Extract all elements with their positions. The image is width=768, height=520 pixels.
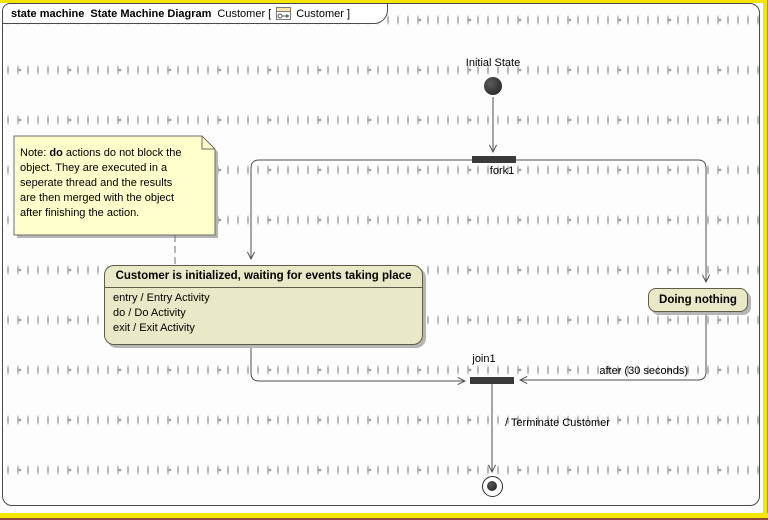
- transition-idle-state-to-join[interactable]: [520, 313, 707, 380]
- canvas-edge-bottom: [0, 513, 768, 520]
- fork-bar[interactable]: [472, 156, 516, 163]
- final-state-node[interactable]: [482, 476, 503, 497]
- note-shape[interactable]: [13, 135, 218, 238]
- join-label[interactable]: join1: [472, 353, 496, 365]
- state-doing-nothing[interactable]: Doing nothing: [648, 288, 748, 312]
- note-body[interactable]: [13, 135, 216, 236]
- note-line2: object. They are executed in a: [20, 162, 168, 174]
- frame-keyword: state machine: [11, 7, 85, 20]
- state-customer-initialized[interactable]: Customer is initialized, waiting for eve…: [104, 265, 423, 345]
- state-doing-nothing-label: Doing nothing: [659, 294, 737, 306]
- frame-context-open: Customer [: [217, 7, 272, 20]
- transition-terminate-label[interactable]: / Terminate Customer: [505, 417, 610, 429]
- note-bold-word: do: [49, 147, 63, 159]
- state-exit-activity: exit / Exit Activity: [113, 322, 195, 334]
- state-internal-activities: entry / Entry Activity do / Do Activity …: [105, 288, 422, 336]
- diagram-frame-tab[interactable]: state machine State Machine Diagram Cust…: [2, 3, 388, 24]
- transition-main-state-to-join[interactable]: [250, 345, 465, 381]
- canvas-edge-top: [0, 0, 768, 3]
- transition-fork-to-main-state[interactable]: [251, 159, 472, 259]
- diagram-frame: [2, 3, 760, 506]
- note-text: Note: do actions do not block the object…: [20, 146, 212, 221]
- state-entry-activity: entry / Entry Activity: [113, 292, 210, 304]
- join-bar[interactable]: [470, 377, 514, 384]
- transition-fork-to-idle-state[interactable]: [515, 159, 706, 282]
- note-line1-rest: actions do not block the: [62, 147, 182, 159]
- note-line3: seperate thread and the results: [20, 177, 173, 189]
- state-title: Customer is initialized, waiting for eve…: [105, 266, 422, 288]
- fork-label[interactable]: fork1: [489, 165, 515, 177]
- initial-state-label[interactable]: Initial State: [465, 57, 521, 69]
- frame-diagram-type: State Machine Diagram: [90, 7, 212, 20]
- initial-state-node[interactable]: [484, 77, 502, 95]
- transition-after-label[interactable]: after (30 seconds): [599, 365, 688, 377]
- final-state-inner-dot: [487, 481, 497, 491]
- note-line5: after finishing the action.: [20, 207, 140, 219]
- frame-context-close: Customer ]: [296, 7, 351, 20]
- state-machine-diagram-icon: [276, 7, 292, 20]
- canvas-edge-right: [763, 0, 768, 520]
- note-fold-icon: [201, 136, 215, 150]
- note-line4: are then merged with the object: [20, 192, 175, 204]
- note-prefix: Note:: [20, 147, 50, 159]
- state-do-activity: do / Do Activity: [113, 307, 186, 319]
